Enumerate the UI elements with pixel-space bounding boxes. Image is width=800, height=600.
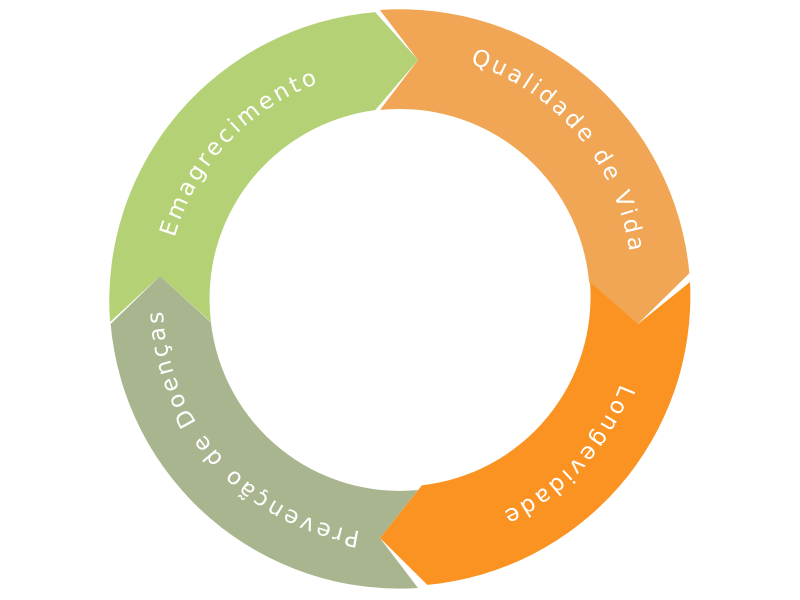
segment-arrow-emagrecimento bbox=[109, 12, 419, 322]
segment-qualidade-de-vida: Qualidade de Vida bbox=[380, 9, 690, 325]
segment-longevidade: Longevidade bbox=[380, 282, 691, 585]
segment-arrow-qualidade-de-vida bbox=[380, 9, 690, 325]
segment-prevencao-de-doencas: Prevenção de Doenças bbox=[110, 276, 419, 589]
segment-arrow-prevencao-de-doencas bbox=[110, 276, 419, 589]
segment-arrow-longevidade bbox=[380, 282, 691, 585]
segment-emagrecimento: Emagrecimento bbox=[109, 12, 419, 322]
